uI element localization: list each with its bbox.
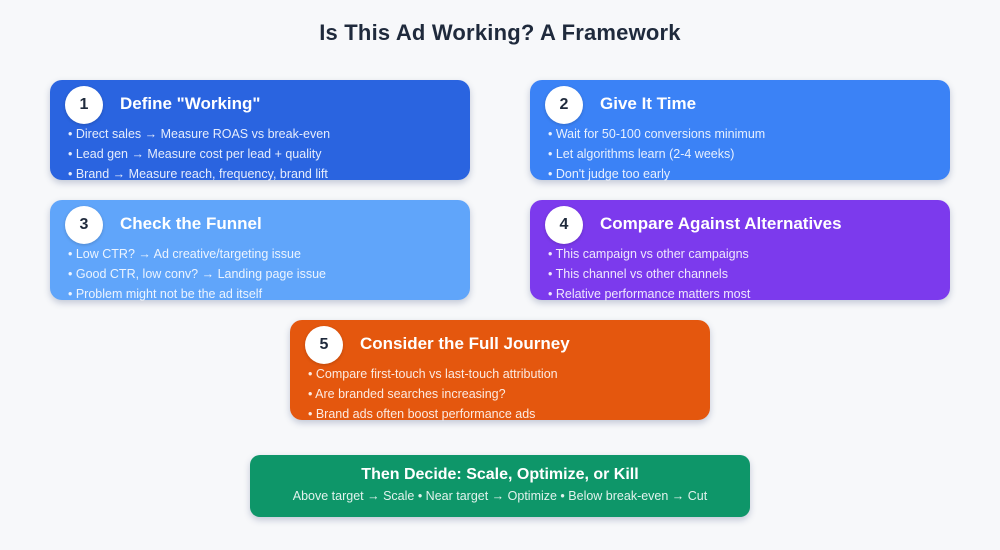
bullet-item: • Relative performance matters most: [548, 287, 751, 301]
bullet-item: • Problem might not be the ad itself: [68, 287, 263, 301]
card-check-the-funnel: 3 Check the Funnel • Low CTR? → Ad creat…: [50, 200, 470, 301]
bullet-item: • Brand → Measure reach, frequency, bran…: [68, 167, 328, 181]
step-number: 4: [559, 216, 569, 233]
step-number-badge: 2: [545, 86, 583, 124]
page-title: Is This Ad Working? A Framework: [319, 20, 681, 45]
bullet-list: • Low CTR? → Ad creative/targeting issue…: [68, 244, 460, 304]
bullet-list: • This campaign vs other campaigns • Thi…: [548, 244, 940, 304]
step-number-badge: 4: [545, 206, 583, 244]
card-title: Define "Working": [120, 94, 261, 113]
bullet-item: • Compare first-touch vs last-touch attr…: [308, 367, 558, 381]
bullet-list: • Wait for 50-100 conversions minimum • …: [548, 124, 940, 184]
step-number: 1: [79, 96, 89, 113]
step-number-badge: 5: [305, 326, 343, 364]
bullet-item: • Let algorithms learn (2-4 weeks): [548, 147, 735, 161]
bullet-item: • This campaign vs other campaigns: [548, 247, 749, 261]
step-number: 2: [559, 96, 569, 113]
bullet-list: • Compare first-touch vs last-touch attr…: [308, 364, 700, 424]
card-title: Give It Time: [600, 94, 697, 113]
bullet-item: • Wait for 50-100 conversions minimum: [548, 127, 766, 141]
decision-banner: Then Decide: Scale, Optimize, or Kill Ab…: [250, 455, 750, 517]
step-number: 5: [319, 336, 329, 353]
card-give-it-time: 2 Give It Time • Wait for 50-100 convers…: [530, 80, 950, 181]
decision-banner-title: Then Decide: Scale, Optimize, or Kill: [361, 466, 639, 483]
step-number-badge: 1: [65, 86, 103, 124]
card-title: Consider the Full Journey: [360, 334, 570, 353]
bullet-list: • Direct sales → Measure ROAS vs break-e…: [68, 124, 460, 184]
card-title: Compare Against Alternatives: [600, 214, 842, 233]
bullet-item: • This channel vs other channels: [548, 267, 728, 281]
bullet-item: • Don't judge too early: [548, 167, 671, 181]
card-define-working: 1 Define "Working" • Direct sales → Meas…: [50, 80, 470, 181]
step-number-badge: 3: [65, 206, 103, 244]
bullet-item: • Low CTR? → Ad creative/targeting issue: [68, 247, 301, 261]
bullet-item: • Are branded searches increasing?: [308, 387, 506, 401]
bullet-item: • Good CTR, low conv? → Landing page iss…: [68, 267, 326, 281]
step-number: 3: [79, 216, 89, 233]
decision-banner-subtitle: Above target → Scale • Near target → Opt…: [292, 489, 708, 503]
card-compare-against-alternatives: 4 Compare Against Alternatives • This ca…: [530, 200, 950, 301]
card-consider-the-full-journey: 5 Consider the Full Journey • Compare fi…: [290, 320, 710, 421]
card-title: Check the Funnel: [120, 214, 262, 233]
bullet-item: • Brand ads often boost performance ads: [308, 407, 536, 421]
bullet-item: • Direct sales → Measure ROAS vs break-e…: [68, 127, 331, 141]
bullet-item: • Lead gen → Measure cost per lead + qua…: [68, 147, 322, 161]
